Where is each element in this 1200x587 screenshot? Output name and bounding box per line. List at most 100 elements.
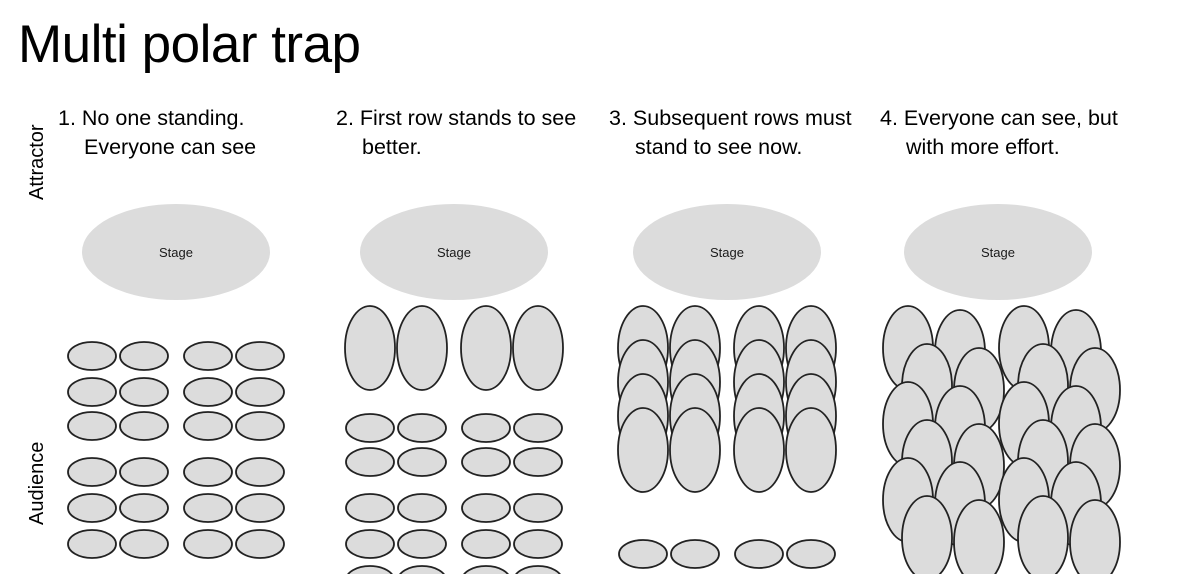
person-seated [399,565,445,574]
stage-ellipse [82,204,270,300]
person-seated [513,493,563,523]
person-seated [397,447,447,477]
person-standing [669,407,721,493]
person-standing [617,339,669,425]
person-seated [345,529,395,559]
person-seated [183,411,233,441]
person-standing [460,305,512,391]
person-seated [461,413,511,443]
person-standing [953,423,1005,509]
person-standing [785,373,837,459]
person-seated [345,447,395,477]
person-seated [183,457,233,487]
person-standing [1050,385,1102,471]
panel-3-caption: 3. Subsequent rows must stand to see now… [609,106,852,159]
person-standing [733,339,785,425]
person-standing [1069,423,1121,509]
person-standing [1017,343,1069,429]
panel-2: 2. First row stands to see better. Stage [336,104,614,574]
person-standing [785,305,837,391]
person-standing [998,305,1050,391]
person-standing [617,305,669,391]
person-standing [953,347,1005,433]
person-standing [882,381,934,467]
person-standing [344,305,396,391]
person-standing [733,407,785,493]
stage-ellipse [904,204,1092,300]
person-seated [513,447,563,477]
person-standing [785,407,837,493]
person-seated [119,411,169,441]
person-seated [67,411,117,441]
stage-ellipse [633,204,821,300]
panel-4-figure: Stage [882,204,1121,574]
person-standing [901,419,953,505]
person-standing [1050,309,1102,395]
person-standing [934,309,986,395]
person-standing [998,457,1050,543]
panel-3-figure: Stage [617,204,837,569]
stage-label: Stage [437,245,471,260]
person-standing [617,373,669,459]
person-seated [235,411,285,441]
person-standing [998,381,1050,467]
person-seated [67,529,117,559]
person-seated [463,565,509,574]
stage-label: Stage [159,245,193,260]
axis-label-attractor: Attractor [26,124,48,200]
person-seated [618,539,668,569]
person-standing [669,305,721,391]
person-seated [786,539,836,569]
person-seated [183,529,233,559]
person-standing [953,499,1005,574]
person-seated [235,377,285,407]
person-seated [397,529,447,559]
person-standing [1017,495,1069,574]
person-seated [183,341,233,371]
panel-4-caption: 4. Everyone can see, but with more effor… [880,106,1118,159]
panel-3: 3. Subsequent rows must stand to see now… [609,104,887,574]
person-standing [934,461,986,547]
person-seated [67,493,117,523]
person-standing [733,373,785,459]
person-seated [345,493,395,523]
person-standing [1069,499,1121,574]
panel-2-figure: Stage [344,204,564,574]
stage-ellipse [360,204,548,300]
person-seated [461,493,511,523]
panel-4: 4. Everyone can see, but with more effor… [880,104,1158,574]
person-standing [901,495,953,574]
person-seated [119,529,169,559]
person-standing [669,373,721,459]
person-seated [235,341,285,371]
person-seated [461,529,511,559]
page-title: Multi polar trap [18,15,361,74]
person-standing [1069,347,1121,433]
person-standing [733,305,785,391]
person-seated [347,565,393,574]
person-seated [235,493,285,523]
person-seated [119,341,169,371]
person-seated [119,457,169,487]
axis-label-audience: Audience [26,441,48,525]
person-seated [670,539,720,569]
person-seated [119,493,169,523]
person-seated [67,377,117,407]
person-standing [785,339,837,425]
person-standing [512,305,564,391]
person-standing [882,305,934,391]
panel-1-figure: Stage [67,204,285,559]
person-seated [513,413,563,443]
person-seated [734,539,784,569]
person-seated [345,413,395,443]
person-standing [1050,461,1102,547]
person-standing [396,305,448,391]
person-seated [183,377,233,407]
person-seated [397,413,447,443]
person-seated [235,529,285,559]
panel-2-caption: 2. First row stands to see better. [336,106,577,159]
person-seated [183,493,233,523]
person-seated [67,457,117,487]
person-seated [119,377,169,407]
person-seated [397,493,447,523]
